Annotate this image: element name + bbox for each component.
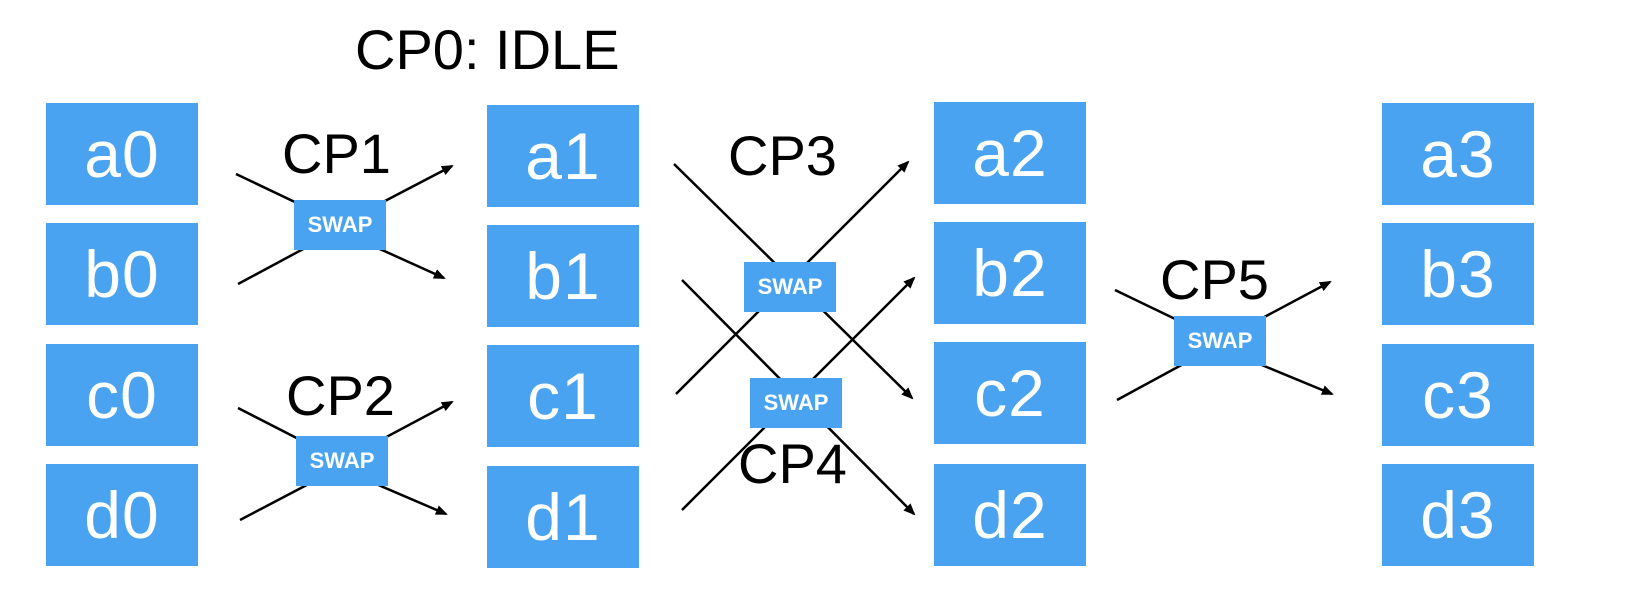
cp3-label: CP3 xyxy=(728,124,837,187)
diagram-title: CP0: IDLE xyxy=(355,18,620,81)
cp1-swap-block: SWAP xyxy=(294,200,386,250)
cp4-swap-block: SWAP xyxy=(750,378,842,428)
cp3-swap-block: SWAP xyxy=(744,262,836,312)
node-a1: a1 xyxy=(487,105,639,207)
node-c2: c2 xyxy=(934,342,1086,444)
node-d0: d0 xyxy=(46,464,198,566)
node-c3: c3 xyxy=(1382,344,1534,446)
node-b0: b0 xyxy=(46,223,198,325)
node-c1: c1 xyxy=(487,345,639,447)
cp2-swap-block: SWAP xyxy=(296,436,388,486)
node-a3: a3 xyxy=(1382,103,1534,205)
cp5-swap-block: SWAP xyxy=(1174,316,1266,366)
cp4-label: CP4 xyxy=(738,432,847,495)
node-b2: b2 xyxy=(934,222,1086,324)
cp1-label: CP1 xyxy=(282,122,391,185)
node-d2: d2 xyxy=(934,464,1086,566)
node-d1: d1 xyxy=(487,466,639,568)
node-b1: b1 xyxy=(487,225,639,327)
node-c0: c0 xyxy=(46,344,198,446)
node-a0: a0 xyxy=(46,103,198,205)
node-d3: d3 xyxy=(1382,464,1534,566)
node-a2: a2 xyxy=(934,102,1086,204)
cp2-label: CP2 xyxy=(286,364,395,427)
node-b3: b3 xyxy=(1382,223,1534,325)
cp5-label: CP5 xyxy=(1160,248,1269,311)
